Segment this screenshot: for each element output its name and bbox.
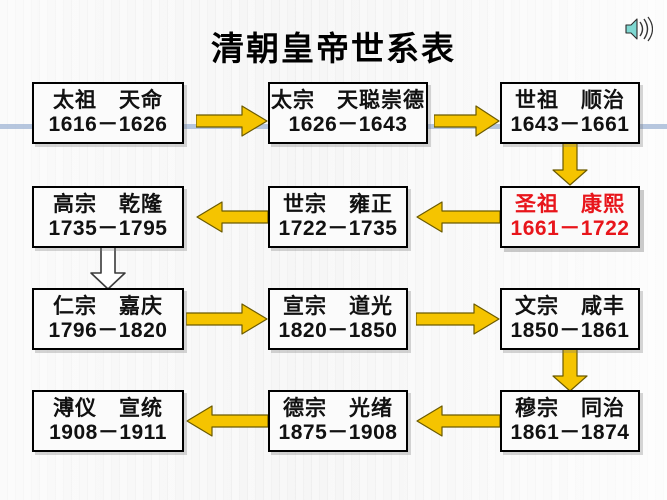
emperor-name: 德宗 光绪 (283, 397, 393, 421)
emperor-years: 1875－1908 (278, 421, 398, 444)
emperor-name: 溥仪 宣统 (53, 397, 163, 421)
emperor-years: 1908－1911 (49, 421, 167, 444)
emperor-years: 1643－1661 (510, 113, 630, 136)
emperor-years: 1722－1735 (278, 217, 398, 240)
emperor-box[interactable]: 穆宗 同治 1861－1874 (500, 390, 640, 452)
emperor-box[interactable]: 溥仪 宣统 1908－1911 (32, 390, 184, 452)
emperor-years: 1820－1850 (278, 319, 398, 342)
emperor-name: 世宗 雍正 (283, 193, 393, 217)
emperor-box[interactable]: 太祖 天命 1616－1626 (32, 82, 184, 144)
arrow-right-icon (416, 302, 500, 336)
emperor-name: 宣宗 道光 (283, 295, 393, 319)
emperor-years: 1626－1643 (288, 113, 408, 136)
emperor-name: 太祖 天命 (53, 89, 163, 113)
emperor-box[interactable]: 仁宗 嘉庆 1796－1820 (32, 288, 184, 350)
emperor-box[interactable]: 太宗 天聪崇德 1626－1643 (268, 82, 428, 144)
arrow-down-icon (551, 142, 589, 186)
emperor-box[interactable]: 文宗 咸丰 1850－1861 (500, 288, 640, 350)
emperor-years: 1616－1626 (48, 113, 168, 136)
emperor-years: 1661－1722 (510, 217, 630, 240)
emperor-name: 圣祖 康熙 (515, 193, 625, 217)
speaker-icon[interactable] (623, 16, 654, 42)
emperor-name: 高宗 乾隆 (53, 193, 163, 217)
emperor-name: 穆宗 同治 (515, 397, 625, 421)
emperor-years: 1735－1795 (48, 217, 168, 240)
emperor-box[interactable]: 世宗 雍正 1722－1735 (268, 186, 408, 248)
emperor-box-highlighted[interactable]: 圣祖 康熙 1661－1722 (500, 186, 640, 248)
emperor-box[interactable]: 德宗 光绪 1875－1908 (268, 390, 408, 452)
emperor-box[interactable]: 高宗 乾隆 1735－1795 (32, 186, 184, 248)
emperor-name: 仁宗 嘉庆 (53, 295, 163, 319)
emperor-box[interactable]: 世祖 顺治 1643－1661 (500, 82, 640, 144)
arrow-right-icon (196, 104, 268, 138)
emperor-name: 太宗 天聪崇德 (271, 89, 425, 113)
arrow-down-hollow-icon (88, 246, 128, 290)
emperor-name: 文宗 咸丰 (515, 295, 625, 319)
arrow-down-icon (551, 348, 589, 392)
emperor-years: 1796－1820 (48, 319, 168, 342)
arrow-right-icon (186, 302, 268, 336)
emperor-name: 世祖 顺治 (515, 89, 625, 113)
arrow-left-icon (196, 200, 268, 234)
arrow-right-icon (434, 104, 500, 138)
emperor-years: 1850－1861 (510, 319, 630, 342)
arrow-left-icon (186, 404, 268, 438)
arrow-left-icon (416, 200, 500, 234)
emperor-years: 1861－1874 (510, 421, 630, 444)
emperor-box[interactable]: 宣宗 道光 1820－1850 (268, 288, 408, 350)
arrow-left-icon (416, 404, 500, 438)
page-title: 清朝皇帝世系表 (211, 30, 456, 67)
